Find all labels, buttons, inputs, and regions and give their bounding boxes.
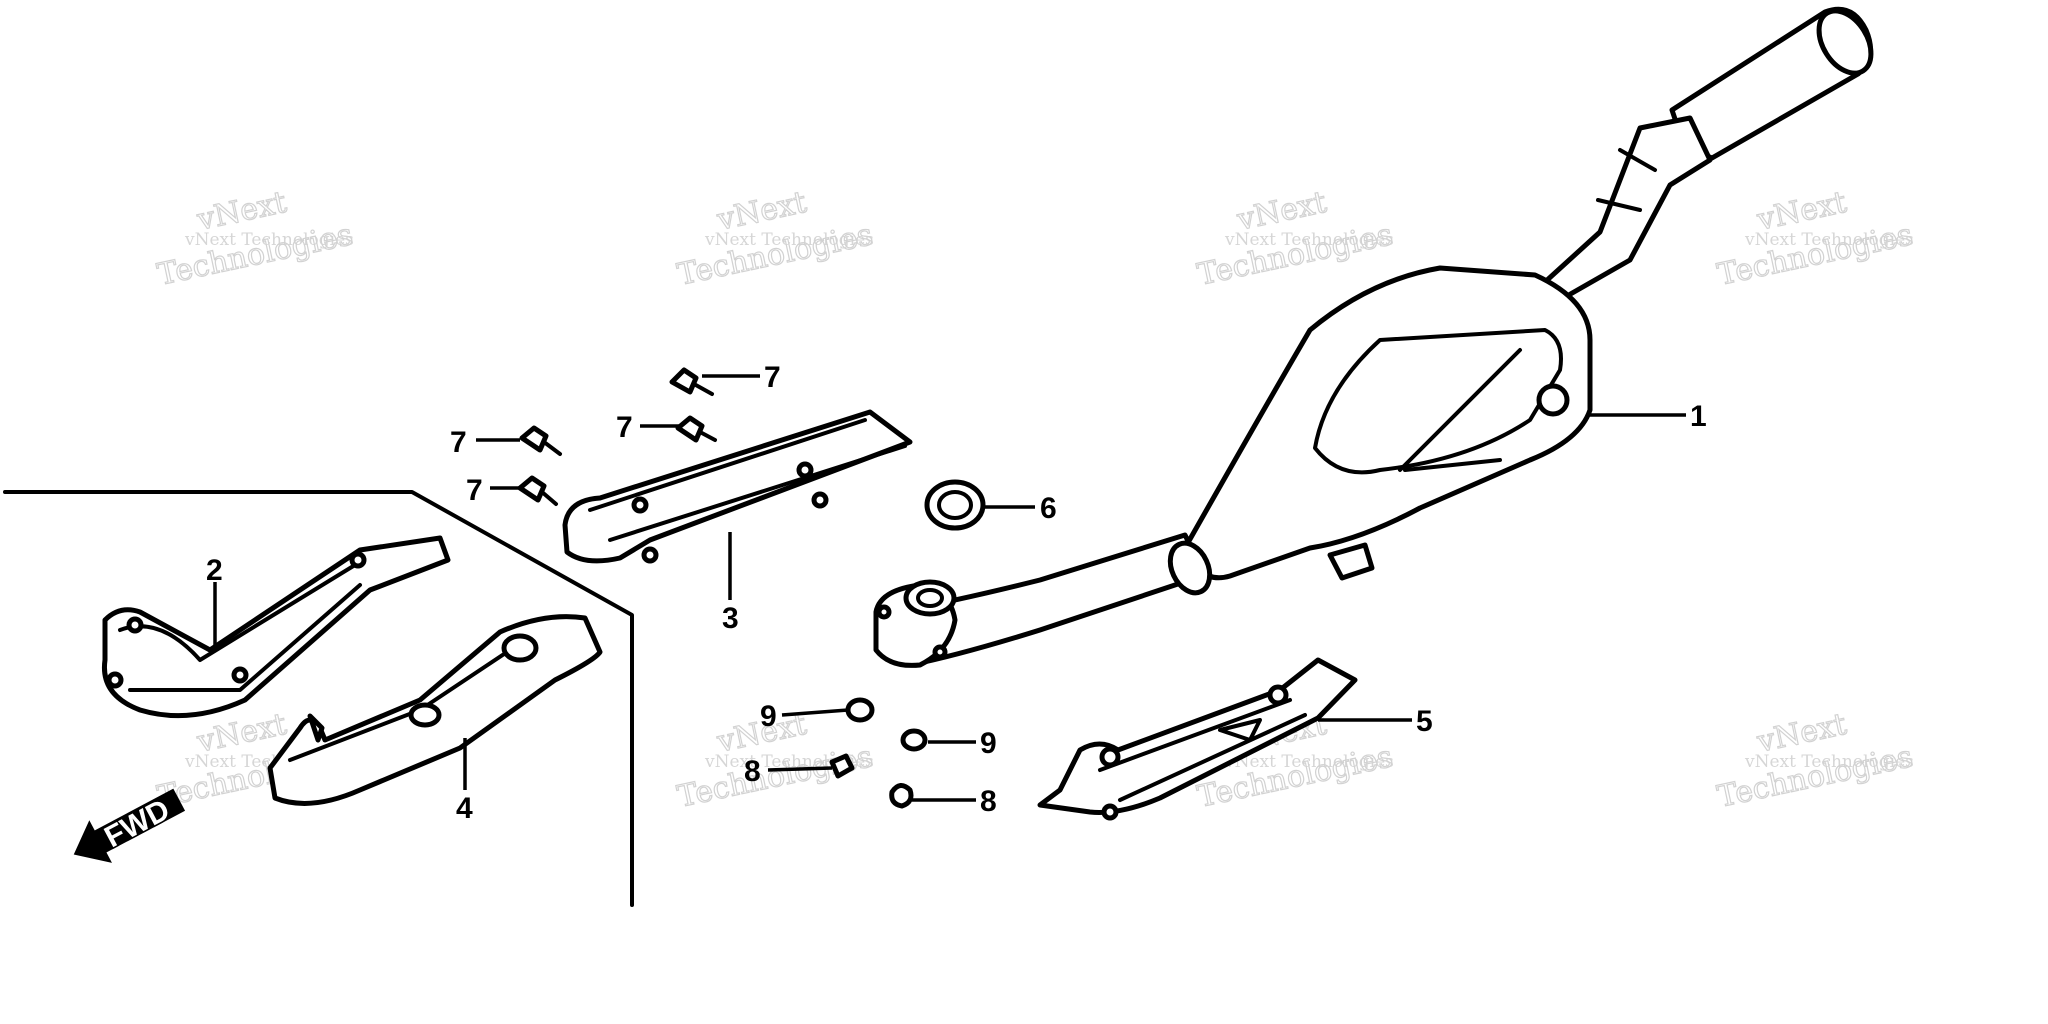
callout-label: 8 [744, 755, 761, 788]
watermark: vNext vNext Technologies Technologies [674, 184, 877, 293]
callout-label: 7 [616, 411, 633, 444]
inset-panel-border [3, 490, 634, 907]
callout-label: 1 [1690, 400, 1707, 433]
svg-text:vNext Technologies: vNext Technologies [1744, 230, 1914, 250]
svg-text:Technologies: Technologies [1714, 739, 1915, 815]
svg-text:vNext Technologies: vNext Technologies [1224, 752, 1394, 772]
svg-text:vNext Technologies: vNext Technologies [1224, 230, 1394, 250]
watermark: vNext vNext Technologies Technologies [1714, 184, 1917, 293]
svg-text:vNext Technologies: vNext Technologies [1744, 752, 1914, 772]
watermark: vNext vNext Technologies Technologies [1714, 706, 1917, 815]
callout-label: 2 [206, 554, 223, 587]
muffler-part[interactable] [873, 2, 1882, 668]
svg-text:Technologies: Technologies [154, 217, 355, 293]
callout-label: 9 [980, 727, 997, 760]
callout-label: 7 [450, 426, 467, 459]
upper-heat-protector-part[interactable] [562, 409, 913, 564]
fwd-label: FWD [99, 793, 175, 854]
forward-direction-indicator: FWD [73, 788, 186, 863]
arrow-left-icon [73, 788, 186, 863]
callout-label: 6 [1040, 492, 1057, 525]
bolt-part[interactable] [675, 415, 717, 443]
bolt-part[interactable] [519, 425, 562, 456]
callout-label: 9 [760, 700, 777, 733]
washer-part[interactable] [900, 728, 928, 752]
nut-part[interactable] [889, 783, 914, 809]
nut-part[interactable] [829, 753, 855, 779]
svg-text:Technologies: Technologies [674, 739, 875, 815]
watermark: vNext vNext Technologies Technologies [1194, 184, 1397, 293]
outer-heat-protector-part[interactable] [267, 614, 603, 806]
watermark: vNext vNext Technologies Technologies [154, 184, 357, 293]
svg-text:vNext Technologies: vNext Technologies [184, 230, 354, 250]
callout-label: 5 [1416, 705, 1433, 738]
callout-label: 7 [466, 474, 483, 507]
callout-label: 4 [456, 792, 473, 825]
washer-part[interactable] [845, 697, 875, 723]
callout-labels: 1 2 3 4 5 6 7 7 7 7 8 8 9 9 [206, 361, 1707, 825]
inner-heat-protector-part[interactable] [101, 535, 451, 719]
callout-label: 7 [764, 361, 781, 394]
svg-text:vNext Technologies: vNext Technologies [704, 230, 874, 250]
svg-text:Technologies: Technologies [1714, 217, 1915, 293]
callout-label: 3 [722, 602, 739, 635]
exhaust-gasket-part[interactable] [924, 479, 986, 531]
bolt-part[interactable] [669, 367, 714, 396]
leader-lines [213, 374, 1686, 802]
svg-text:Technologies: Technologies [1194, 217, 1395, 293]
svg-text:Technologies: Technologies [674, 217, 875, 293]
lower-heat-protector-part[interactable] [1037, 657, 1358, 821]
callout-label: 8 [980, 785, 997, 818]
bolt-part[interactable] [517, 475, 558, 506]
